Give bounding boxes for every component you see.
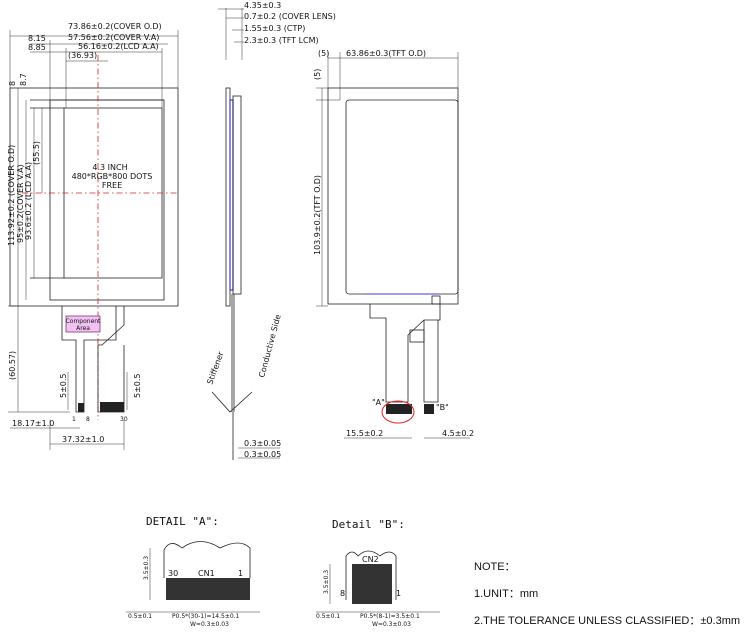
dim-cover-lens: 0.7±0.2 (COVER LENS) <box>244 12 336 21</box>
dim-5-top: (5) <box>318 49 329 58</box>
tft-outline <box>327 87 459 305</box>
tft-back-inner <box>345 99 459 295</box>
dim-tft-width: 63.86±0.3(TFT O.D) <box>346 49 426 58</box>
detail-b-edge: 0.5±0.1 <box>316 613 340 620</box>
fpc-connector-cn1 <box>100 402 124 412</box>
dim-5-left: (5) <box>313 69 322 80</box>
detail-a-ref: "A" <box>372 398 385 407</box>
dim-lcd-aa-vertical: 93.6±0.2 (LCD A.A) <box>24 162 33 240</box>
detail-a-edge: 0.5±0.1 <box>128 613 152 620</box>
component-area-label-1: Component <box>66 318 101 325</box>
detail-b-cn2: CN2 <box>362 555 379 564</box>
detail-b-pins <box>352 564 392 604</box>
lcm-side <box>232 95 242 295</box>
dim-ctp: 1.55±0.3 (CTP) <box>244 24 305 33</box>
front-view: 73.86±0.2(COVER O.D) 57.56±0.2(COVER V.A… <box>7 22 179 450</box>
dim-cover-va: 57.56±0.2(COVER V.A) <box>68 33 159 42</box>
back-connector-cn2 <box>424 404 434 414</box>
dim-cover-va-vertical: 95±0.2(COVER V.A) <box>16 164 25 243</box>
dim-cover-od: 73.86±0.2(COVER O.D) <box>68 22 162 31</box>
dim-37-32: 37.32±1.0 <box>62 435 104 444</box>
dim-36-93: (36.93) <box>68 51 97 60</box>
dim-cover-od-vertical: 113.92±0.2 (COVER O.D) <box>7 145 16 246</box>
conductive-side-label: Conductive Side <box>257 313 283 378</box>
dim-18-17: 18.17±1.0 <box>12 419 54 428</box>
cover-va-outline <box>49 99 165 301</box>
note-title: NOTE： <box>474 561 516 573</box>
dim-4-5: 4.5±0.2 <box>442 429 474 438</box>
back-connector-cn1 <box>386 404 412 414</box>
ctp-side <box>229 99 234 291</box>
notes: NOTE： 1.UNIT：mm 2.THE TOLERANCE UNLESS C… <box>474 561 740 627</box>
cover-lens-side <box>225 87 231 307</box>
dim-15-5: 15.5±0.2 <box>346 429 383 438</box>
note-tolerance: 2.THE TOLERANCE UNLESS CLASSIFIED：±0.3mm <box>474 615 740 627</box>
detail-a-pin-1: 1 <box>238 569 243 578</box>
detail-a-height: 3.5±0.3 <box>143 556 150 580</box>
dim-thickness-1: 0.3±0.05 <box>244 439 281 448</box>
detail-b: Detail "B": CN2 8 1 3.5±0.3 0.5±0.1 P0.5… <box>316 518 440 628</box>
detail-a-width: W=0.3±0.03 <box>190 621 229 628</box>
dim-60-57: (60.57) <box>8 351 17 380</box>
detail-a-pin-30: 30 <box>168 569 178 578</box>
dim-pitch-left: 5±0.5 <box>59 373 68 398</box>
pin-8-label: 8 <box>86 416 90 423</box>
dim-8: 8 <box>8 81 17 86</box>
detail-a-marker <box>381 400 415 424</box>
dim-thickness-2: 0.3±0.05 <box>244 450 281 459</box>
pin-1-label: 1 <box>72 416 76 423</box>
component-area <box>65 315 101 333</box>
detail-a-pins <box>166 578 250 600</box>
back-fpc <box>369 304 441 403</box>
dim-total-thickness: 4.35±0.3 <box>244 1 281 10</box>
detail-b-pin-1: 1 <box>396 589 401 598</box>
panel-resolution-label: 480*RGB*800 DOTS <box>72 172 153 181</box>
detail-b-width: W=0.3±0.03 <box>372 621 411 628</box>
detail-b-height: 3.5±0.3 <box>323 570 330 594</box>
dim-tft-height: 103.9±0.2(TFT O.D) <box>313 175 322 255</box>
dim-8-15: 8.15 <box>28 34 46 43</box>
pin-30-label: 30 <box>120 416 128 423</box>
detail-a-title: DETAIL "A": <box>146 515 219 528</box>
note-unit: 1.UNIT：mm <box>474 588 538 600</box>
detail-a: DETAIL "A": 3.5±0.3 30 CN1 1 0.5±0.1 P0.… <box>126 515 260 628</box>
detail-a-pitch: P0.5*(30-1)=14.5±0.1 <box>172 613 240 620</box>
detail-b-pin-8: 8 <box>340 589 345 598</box>
dim-pitch-right: 5±0.5 <box>133 373 142 398</box>
component-area-label-2: Area <box>76 325 90 332</box>
detail-a-cn1: CN1 <box>198 569 215 578</box>
detail-b-pitch: P0.5*(8-1)=3.5±0.1 <box>360 613 420 620</box>
dim-lcd-aa: 56.16±0.2(LCD A.A) <box>78 42 159 51</box>
dim-8-7: 8.7 <box>19 73 28 86</box>
panel-free-label: FREE <box>102 181 122 190</box>
dim-tft-lcm: 2.3±0.3 (TFT LCM) <box>244 36 319 45</box>
panel-size-label: 4.3 INCH <box>92 163 127 172</box>
stiffener-label: Stiffener <box>205 350 225 386</box>
detail-b-title: Detail "B": <box>332 518 405 531</box>
cover-outline <box>9 87 179 307</box>
back-view: (5) 63.86±0.3(TFT O.D) (5) 103.9±0.2(TFT… <box>313 49 474 439</box>
dim-55-5: (55.5) <box>32 141 41 165</box>
fpc-connector-cn2 <box>78 403 84 412</box>
dim-8-85: 8.85 <box>28 43 46 52</box>
detail-b-ref: "B" <box>436 403 449 412</box>
